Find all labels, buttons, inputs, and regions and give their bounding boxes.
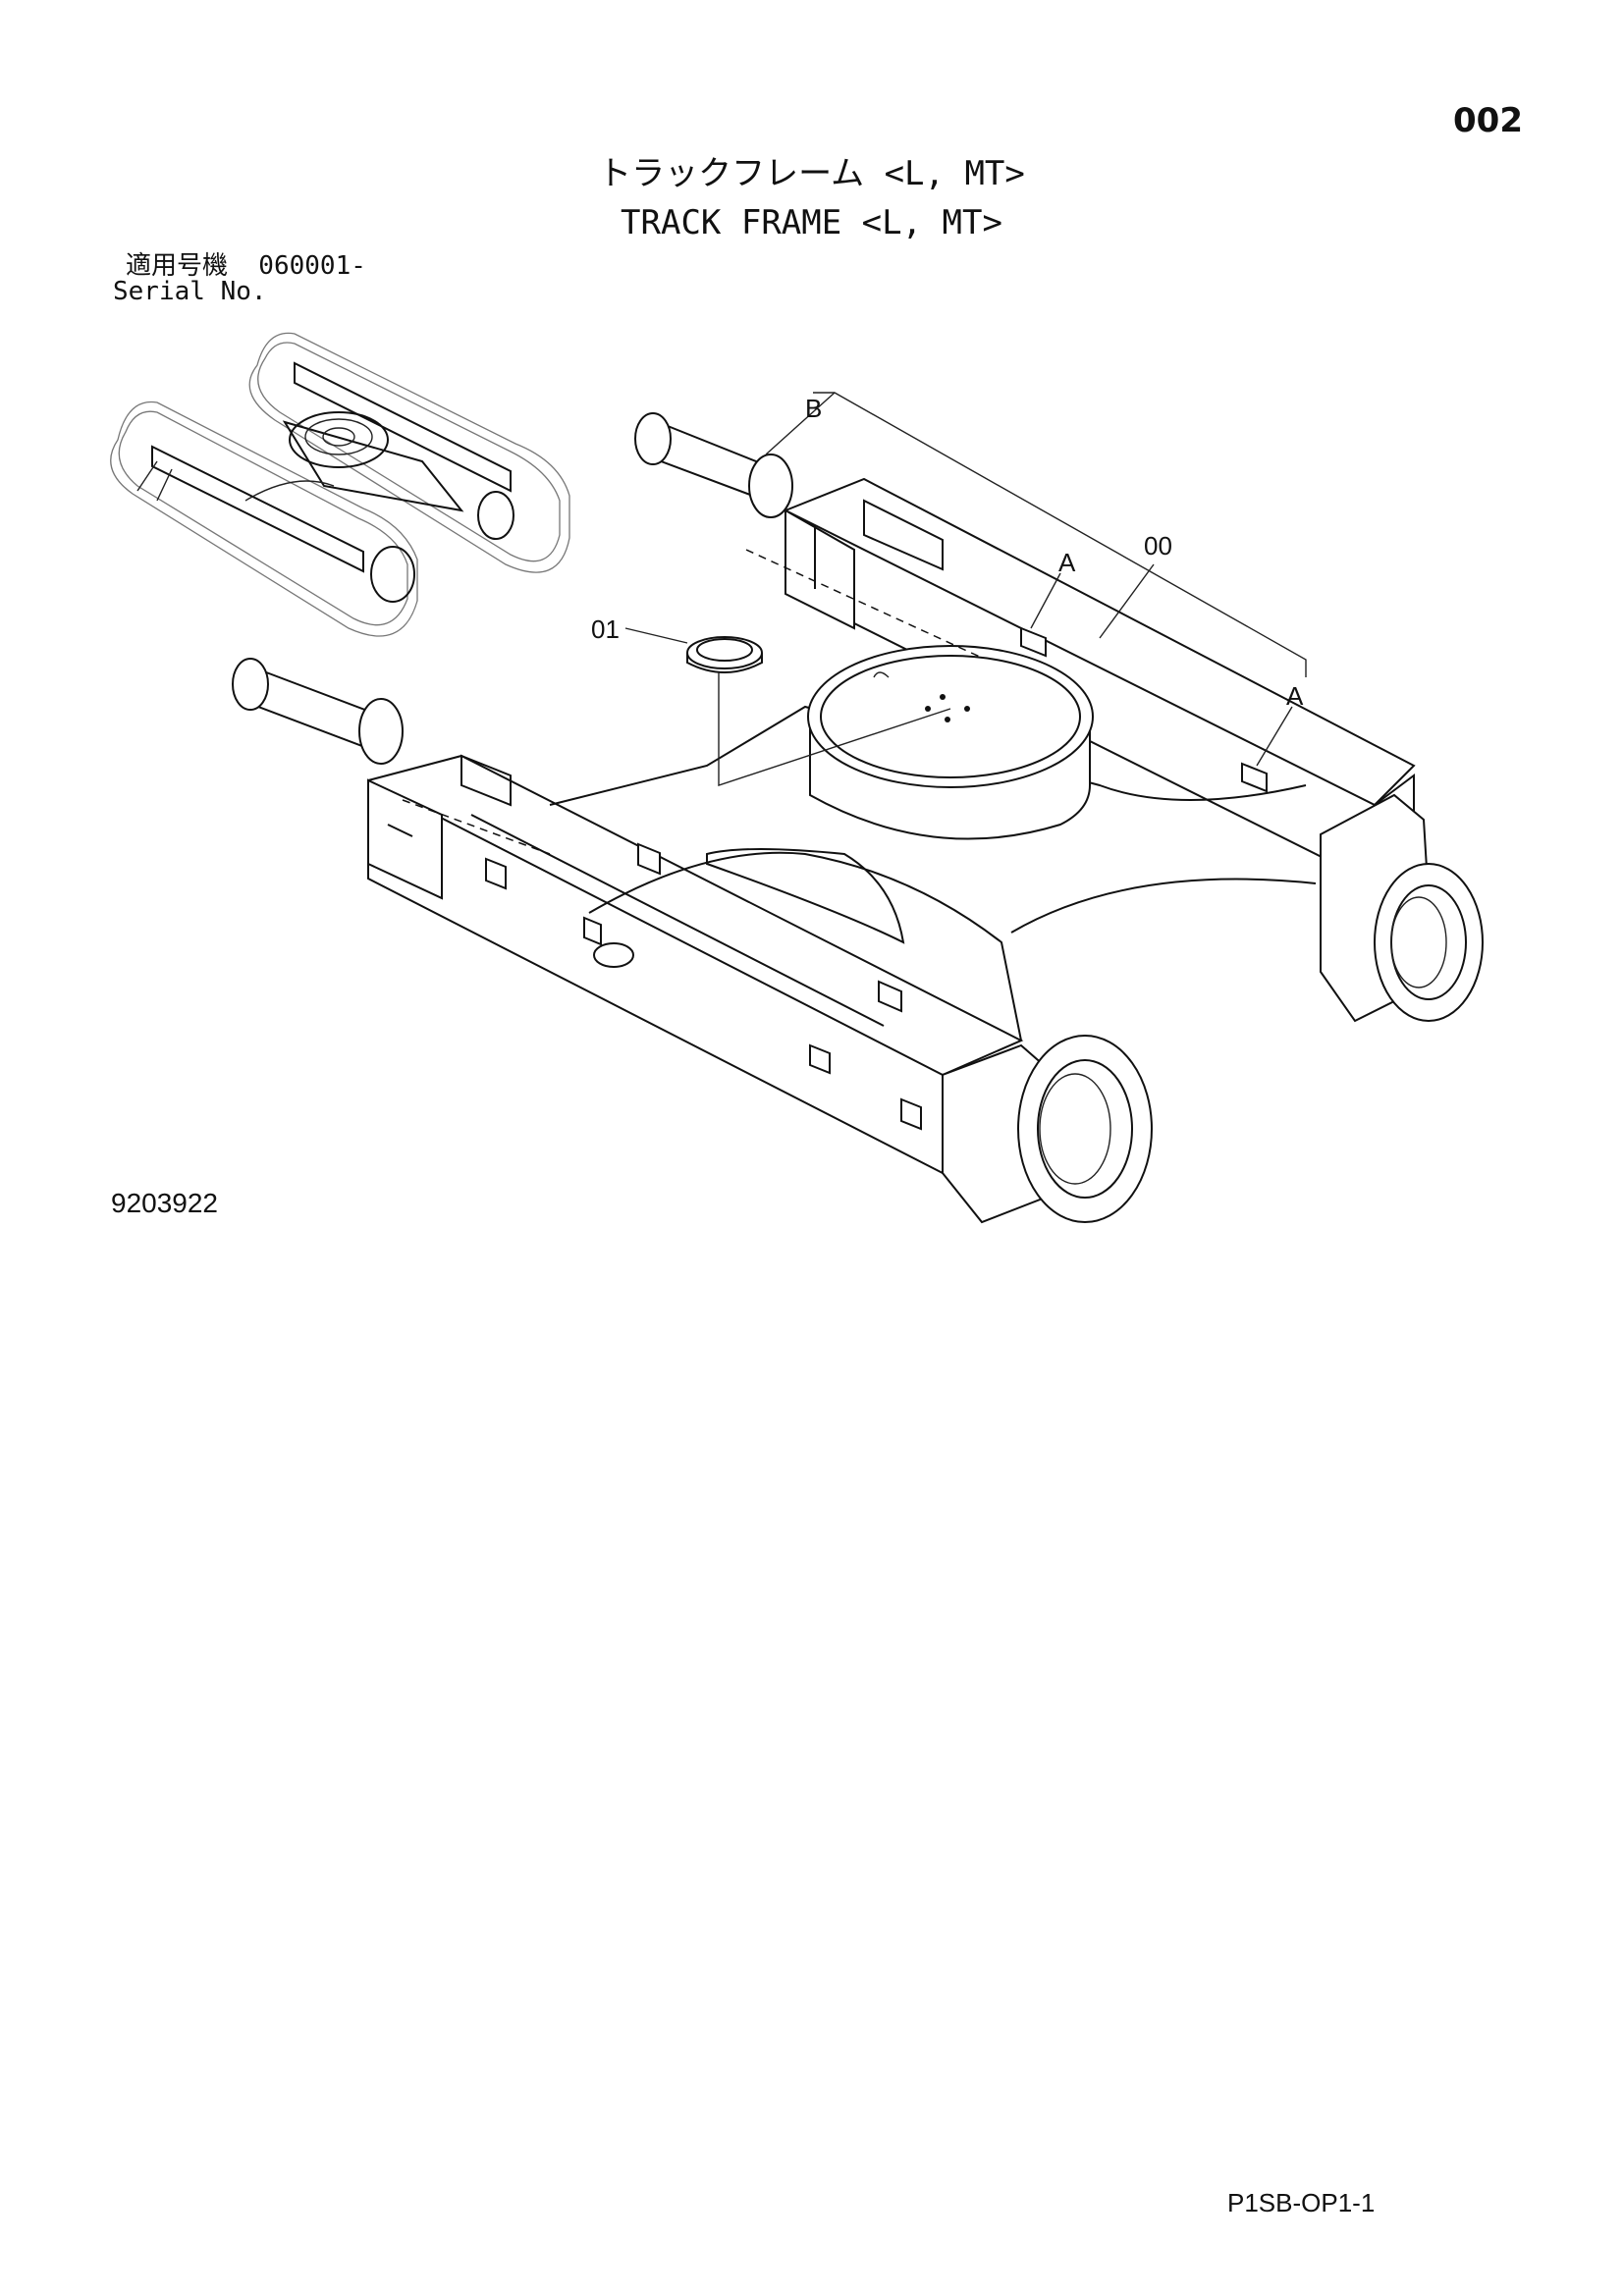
figure-number: 9203922 bbox=[111, 1188, 219, 1218]
title-japanese: トラックフレーム <L, MT> bbox=[598, 154, 1025, 193]
overview-thumbnail bbox=[110, 332, 570, 637]
serial-applicable-label: 適用号機 060001- bbox=[126, 251, 366, 281]
callout-a-lower: A bbox=[1286, 681, 1304, 711]
roller-shafts bbox=[232, 412, 793, 765]
serial-number-label: Serial No. bbox=[113, 277, 267, 306]
page-code: P1SB-OP1-1 bbox=[1227, 2188, 1376, 2217]
callout-a-upper: A bbox=[1058, 548, 1076, 577]
callout-leaders bbox=[624, 392, 1307, 767]
callout-b: B bbox=[805, 394, 822, 423]
seal-ring-01 bbox=[686, 636, 951, 786]
callout-part-01: 01 bbox=[591, 614, 620, 644]
track-frame-main bbox=[367, 477, 1484, 1224]
callout-part-00: 00 bbox=[1144, 531, 1172, 561]
page-number: 002 bbox=[1453, 101, 1523, 140]
title-english: TRACK FRAME <L, MT> bbox=[621, 203, 1002, 242]
